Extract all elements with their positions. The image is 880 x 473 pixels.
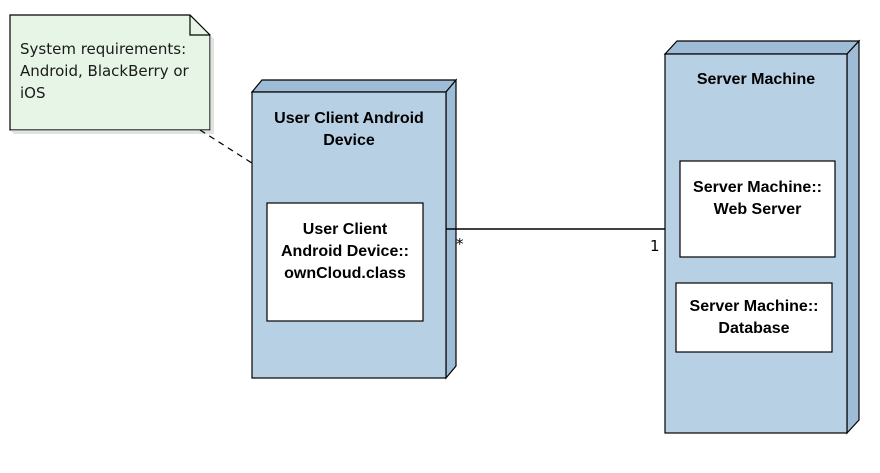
web-server-component-label: Server Machine:: Web Server xyxy=(693,179,822,218)
server-node-title: Server Machine xyxy=(696,71,816,88)
database-component-label: Server Machine:: Database xyxy=(689,298,819,337)
server-multiplicity: 1 xyxy=(650,237,660,255)
client-multiplicity: * xyxy=(456,235,464,253)
client-component-box xyxy=(266,202,424,322)
requirements-note-text: System requirements: Android, BlackBerry… xyxy=(20,40,189,102)
client-component-label: User Client Android Device:: ownCloud.cl… xyxy=(280,221,409,282)
note-link xyxy=(199,129,256,166)
web-server-component-box xyxy=(679,160,836,258)
client-node-title: User Client Android Device xyxy=(274,110,424,149)
database-component-box xyxy=(675,282,833,353)
requirements-note xyxy=(9,14,214,134)
